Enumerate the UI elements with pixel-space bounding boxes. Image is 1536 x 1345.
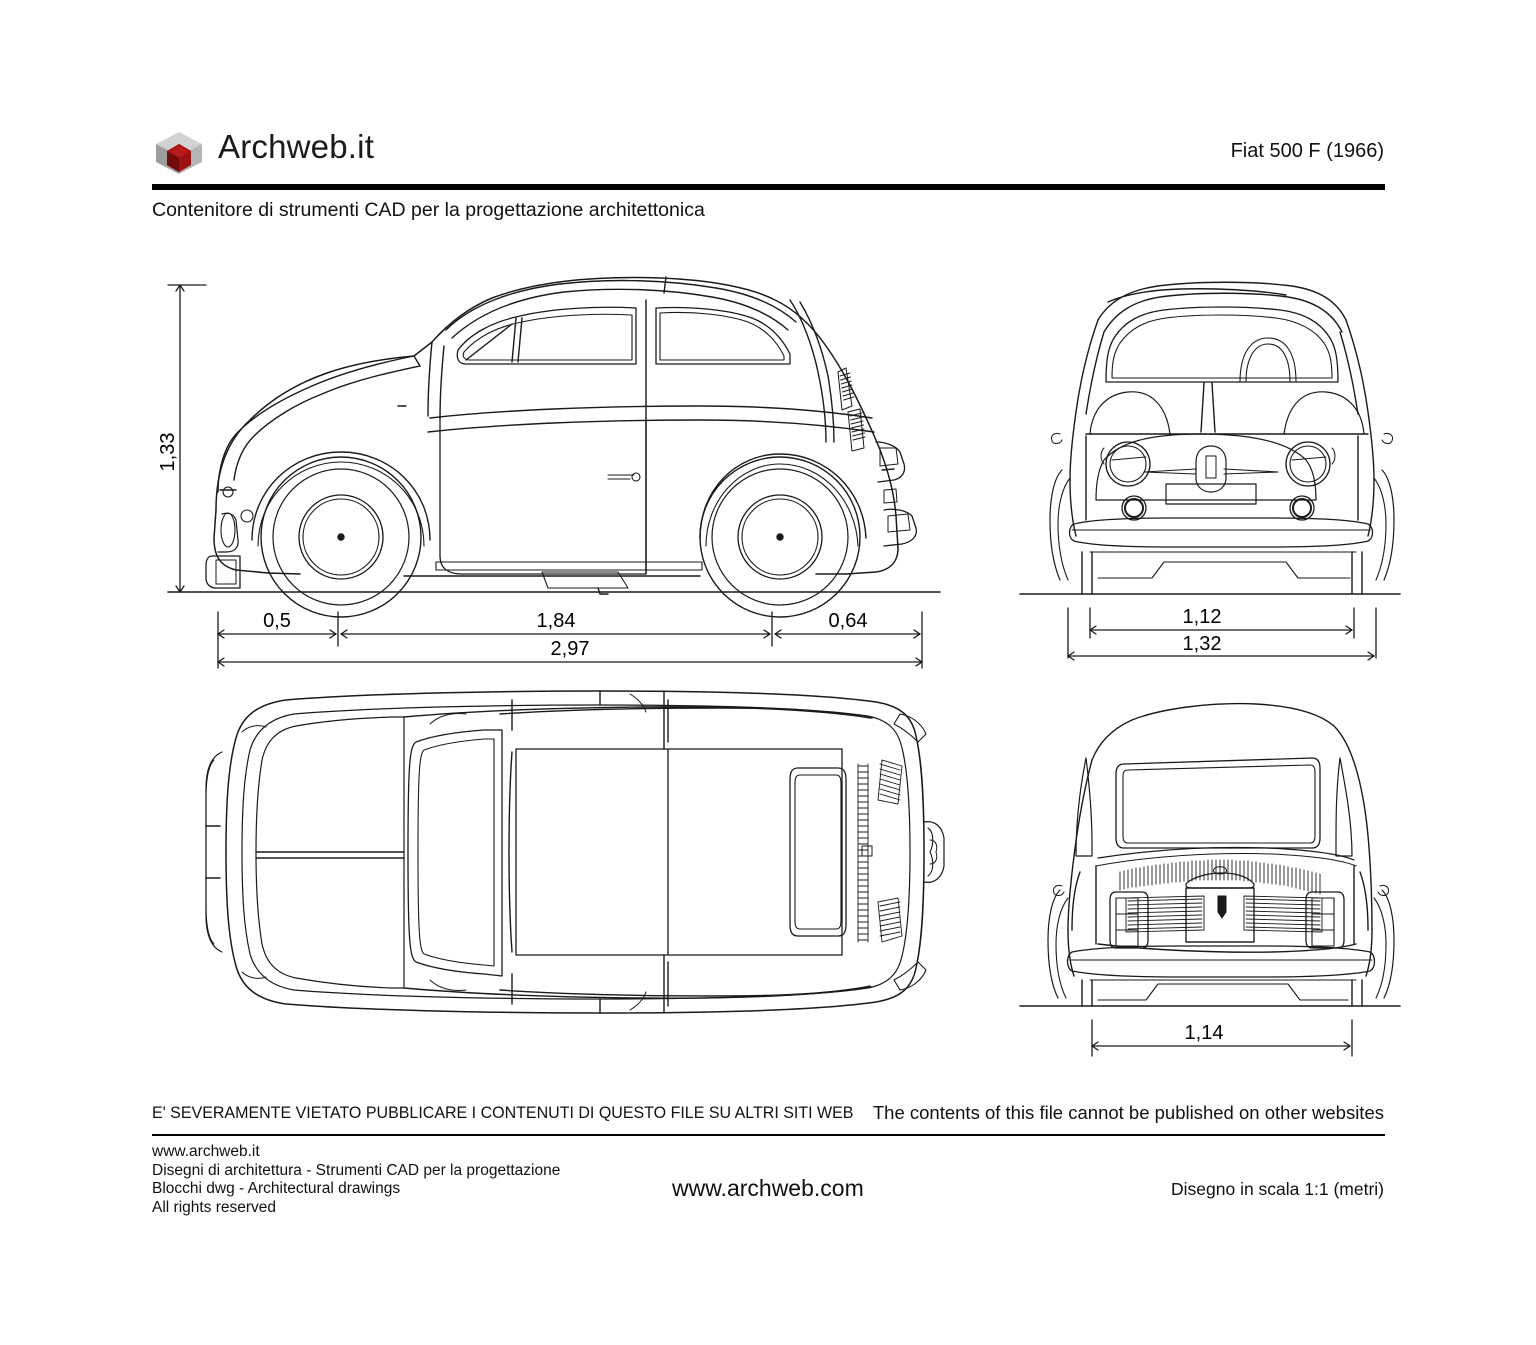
dim-front-overhang: 0,5 [263,610,291,632]
footer-credits: www.archweb.it Disegni di architettura -… [152,1143,560,1217]
rear-elevation-view [1019,702,1401,1007]
footer-divider [152,1134,1385,1136]
front-elevation-view [1019,281,1401,595]
dim-total-length: 2,97 [551,638,590,660]
footer-credit-line: All rights reserved [152,1198,277,1216]
front-wheel [260,456,422,618]
model-title: Fiat 500 F (1966) [1230,140,1384,162]
dim-rear-track: 1,14 [1185,1022,1224,1044]
dim-front-width: 1,32 [1183,633,1222,655]
dim-wheelbase: 1,84 [537,610,576,632]
dim-side-height: 1,33 [157,433,179,472]
page-subtitle: Contenitore di strumenti CAD per la prog… [152,199,705,221]
top-plan-view [205,690,945,1014]
footer-credit-line: Disegni di architettura - Strumenti CAD … [152,1161,561,1179]
side-elevation-view [167,276,941,618]
copyright-warning-italian: E' SEVERAMENTE VIETATO PUBBLICARE I CONT… [152,1104,854,1122]
footer-credit-line: www.archweb.it [152,1143,260,1160]
dim-rear-overhang: 0,64 [829,610,868,632]
footer-credit-line: Blocchi dwg - Architectural drawings [152,1180,401,1197]
front-dimension-lines: 1,12 1,32 [1067,606,1377,661]
archweb-cube-logo-icon [152,130,206,182]
rear-wheel [699,456,861,618]
header-divider [152,184,1385,190]
footer-scale-note: Disegno in scala 1:1 (metri) [1171,1179,1384,1199]
rear-dimension-lines: 1,14 [1091,1019,1353,1057]
brand-title: Archweb.it [218,128,375,165]
copyright-warning-english: The contents of this file cannot be publ… [872,1102,1384,1123]
dim-front-track: 1,12 [1183,606,1222,628]
sheet-header: Archweb.it Fiat 500 F (1966) [152,126,1384,186]
footer-website-url[interactable]: www.archweb.com [672,1175,864,1201]
side-dimension-lines: 1,33 0,5 1,84 0,64 [157,284,923,669]
